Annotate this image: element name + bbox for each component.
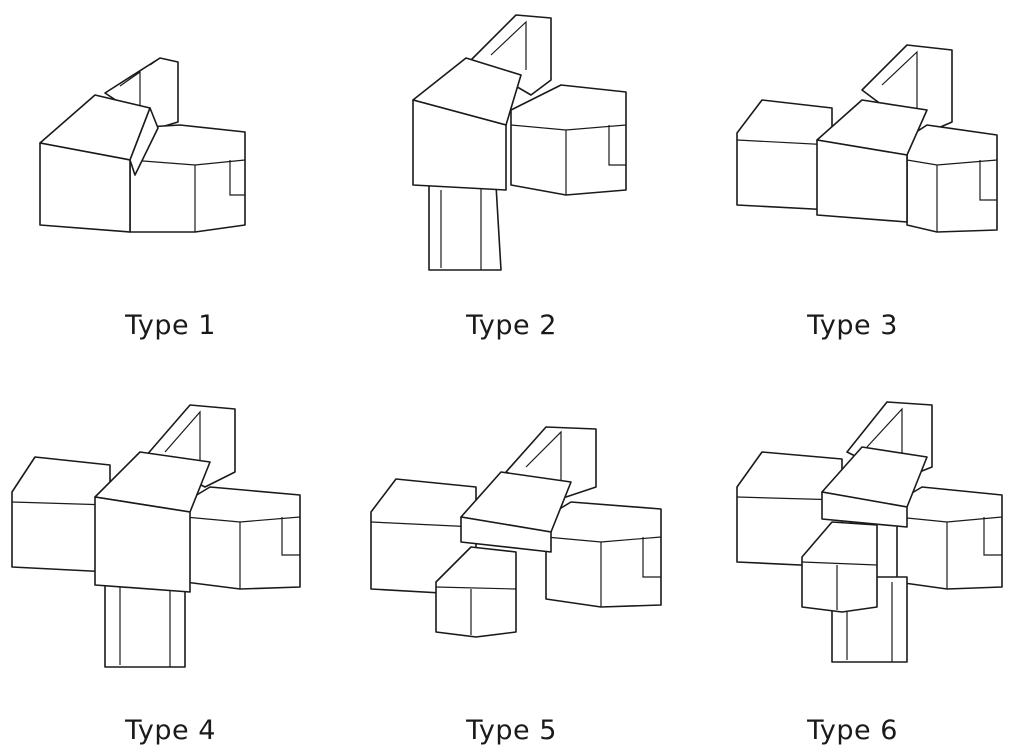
connector-type-3-illustration [736,44,998,233]
connector-type-1-illustration [39,57,246,233]
type-2-label: Type 2 [466,310,557,341]
type-3-label: Type 3 [807,310,898,341]
connector-type-3: Type 3 [682,0,1023,377]
type-1-label: Type 1 [125,310,216,341]
connector-type-2: Type 2 [341,0,682,377]
connector-type-6: Type 6 [682,377,1023,754]
connector-type-2-illustration [412,14,627,271]
type-4-label: Type 4 [125,715,216,746]
connector-type-5: Type 5 [341,377,682,754]
connector-type-4-illustration [11,404,301,668]
type-5-label: Type 5 [466,715,557,746]
connector-type-1: Type 1 [0,0,341,377]
connector-type-5-illustration [370,426,662,638]
connector-type-6-illustration [736,401,1003,663]
connector-type-4: Type 4 [0,377,341,754]
type-6-label: Type 6 [807,715,898,746]
